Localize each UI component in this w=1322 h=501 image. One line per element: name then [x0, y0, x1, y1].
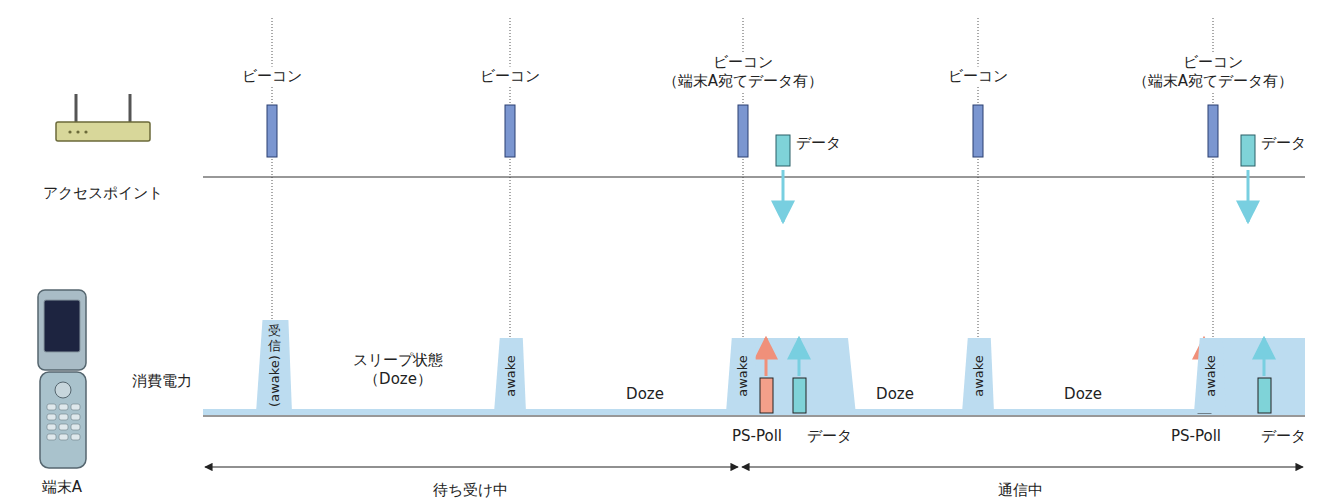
timing-guides — [272, 18, 1213, 412]
bump-fill — [494, 338, 526, 413]
frame-label: データ — [807, 427, 852, 446]
bump-content: awake — [962, 338, 994, 413]
ap-data-frames — [776, 135, 1255, 166]
period-arrows — [205, 466, 1303, 467]
awake-bump: awake — [962, 338, 994, 413]
bump-content: 受信 (awake) — [256, 320, 292, 413]
text-holder: awake — [735, 353, 750, 399]
state-label: Doze — [626, 385, 664, 404]
state-text: awake — [972, 355, 985, 397]
awake-bump: awake — [1194, 338, 1226, 413]
bump-content: awake — [494, 338, 526, 413]
text-holder: awake — [1203, 353, 1218, 399]
terminal-arrows — [766, 338, 1264, 376]
access-point-icon — [56, 94, 150, 141]
rotated-holder: awake — [503, 353, 518, 399]
beacon-label: ビーコン （端末A宛てデータ有） — [1116, 53, 1310, 91]
bump-content: awake — [726, 338, 758, 413]
awake-bump: awake — [726, 338, 758, 413]
period-label: 待ち受け中 — [433, 481, 508, 500]
state-label: スリープ状態 （Doze） — [338, 351, 458, 389]
rotated-holder: awake — [1203, 353, 1218, 399]
state-text: awake — [504, 355, 517, 397]
beacon-label: ビーコン — [946, 67, 1010, 86]
device-label: アクセスポイント — [43, 184, 163, 203]
state-label: Doze — [876, 385, 914, 404]
bump-fill — [1194, 338, 1226, 413]
data-label: データ — [1261, 134, 1306, 153]
bump-fill — [256, 320, 292, 413]
terminal-axis — [203, 415, 1305, 416]
awake-bump: awake — [494, 338, 526, 413]
terminal-frames — [760, 378, 1271, 413]
vertical-text: 受信 — [268, 324, 281, 353]
rotated-holder: awake — [735, 353, 750, 399]
beacon-label: ビーコン — [478, 67, 542, 86]
beacon-label: ビーコン （端末A宛てデータ有） — [646, 53, 840, 91]
device-label: 端末A — [42, 478, 82, 497]
text-holder: awake — [503, 353, 518, 399]
period-label: 通信中 — [998, 481, 1043, 500]
state-label: Doze — [1064, 385, 1102, 404]
text-holder: (awake) — [267, 353, 282, 409]
ap-axis — [203, 176, 1305, 177]
axis-label: 消費電力 — [132, 372, 192, 391]
frame-label: PS-Poll — [1171, 427, 1221, 446]
bump-fill — [962, 338, 994, 413]
bump-content: awake — [1194, 338, 1226, 413]
data-label: データ — [796, 134, 841, 153]
rotated-holder: (awake) — [267, 353, 282, 409]
text-holder: awake — [971, 353, 986, 399]
ap-data-arrows — [783, 170, 1248, 222]
text-holder: 受信 — [268, 324, 281, 353]
power-profile — [203, 338, 1305, 415]
frame-label: データ — [1261, 427, 1306, 446]
state-text: awake — [1204, 355, 1217, 397]
bump-fill — [726, 338, 758, 413]
phone-illustration — [38, 290, 86, 468]
awake-bump: 受信 (awake) — [256, 320, 292, 413]
state-text: awake — [736, 355, 749, 397]
frame-label: PS-Poll — [732, 427, 782, 446]
beacon-label: ビーコン — [240, 67, 304, 86]
rotated-holder: awake — [971, 353, 986, 399]
beacon-frames — [267, 105, 1218, 157]
state-text: (awake) — [268, 355, 281, 407]
